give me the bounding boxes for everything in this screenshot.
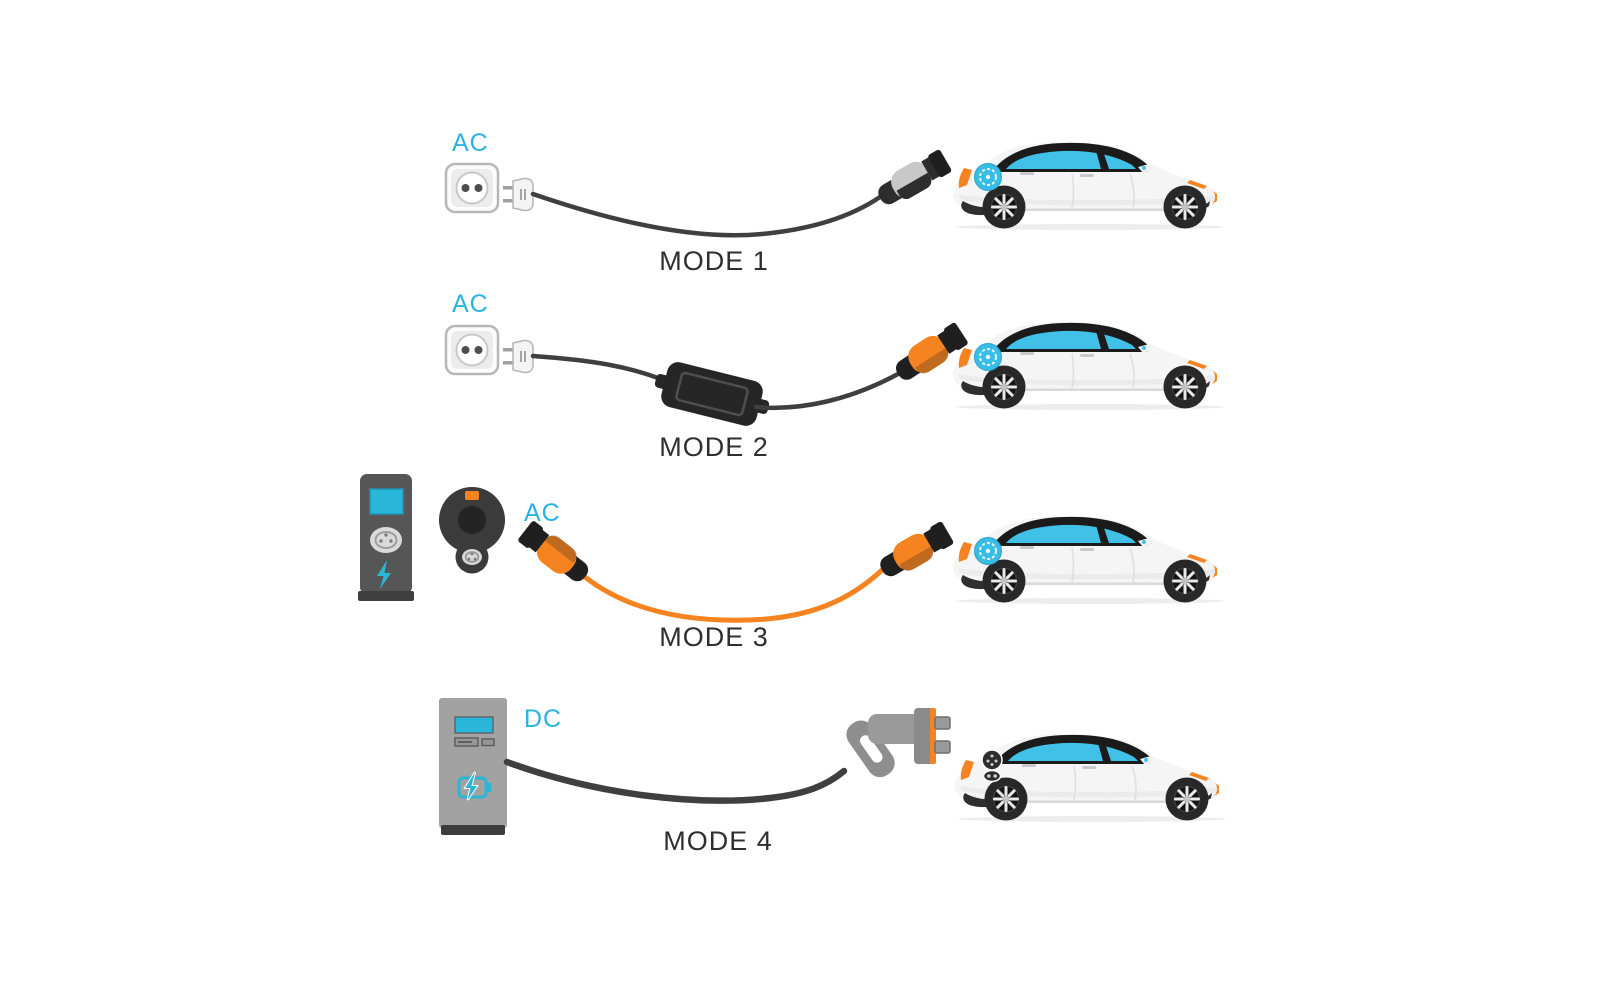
in-cable-control-box-icon xyxy=(648,356,776,432)
charging-cable xyxy=(503,758,848,804)
mode-1-label: MODE 1 xyxy=(659,246,769,276)
charge-port-badge xyxy=(973,536,1003,566)
mode-3-label: MODE 3 xyxy=(659,622,769,652)
charge-port-badge xyxy=(973,342,1003,372)
type2-connector-icon xyxy=(874,519,956,583)
ccs-charge-port-badge xyxy=(981,749,1003,783)
charge-port-badge xyxy=(973,162,1003,192)
dc-fast-charging-station-icon xyxy=(437,696,509,837)
car-side-icon xyxy=(953,142,1224,230)
mode-4-power-label: DC xyxy=(524,705,562,733)
charging-cable xyxy=(530,353,671,385)
car-side-icon xyxy=(953,322,1224,410)
mains-plug-icon xyxy=(502,339,534,374)
type2-connector-icon xyxy=(872,147,954,211)
charging-cable xyxy=(530,191,883,238)
mode-3-section: AC MODE 3 xyxy=(357,473,1224,652)
wall-socket-icon xyxy=(444,162,500,214)
charging-pedestal-icon xyxy=(357,473,415,602)
mode-1-power-label: AC xyxy=(452,129,489,157)
mode-4-label: MODE 4 xyxy=(663,826,773,856)
mode-4-section: DC MODE 4 xyxy=(437,696,1226,856)
charging-cable xyxy=(582,567,885,623)
car-side-icon xyxy=(953,516,1224,604)
mode-1-section: AC MODE 1 xyxy=(444,129,1224,276)
mains-plug-icon xyxy=(502,177,534,212)
charging-cable xyxy=(753,371,901,411)
car-side-icon xyxy=(955,734,1226,822)
mode-2-power-label: AC xyxy=(452,290,489,318)
mode-2-section: AC MODE 2 xyxy=(444,290,1224,462)
ccs-connector-icon xyxy=(840,707,951,783)
mode-2-label: MODE 2 xyxy=(659,432,769,462)
wallbox-icon xyxy=(438,486,506,575)
mode-3-power-label: AC xyxy=(524,499,561,527)
wall-socket-icon xyxy=(444,324,500,376)
type2-connector-icon xyxy=(515,518,595,589)
